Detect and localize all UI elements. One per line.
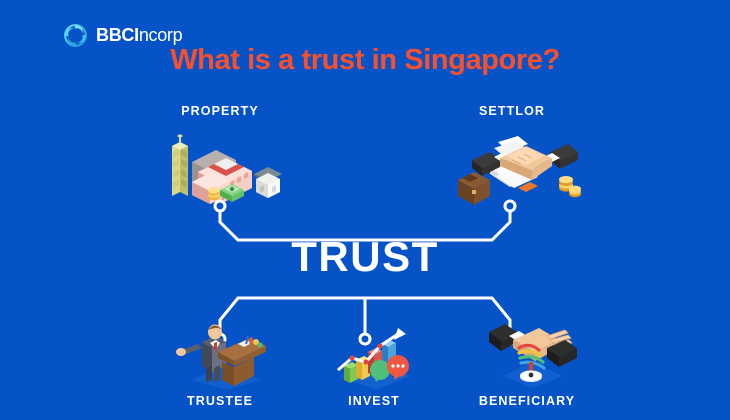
brand-name-bold: BBCI bbox=[96, 25, 139, 45]
handshake-briefcase-coins-icon bbox=[458, 136, 581, 205]
businessman-at-podium-icon bbox=[176, 324, 266, 390]
node-label-settlor: SETTLOR bbox=[478, 104, 546, 118]
growth-bar-chart-arrow-icon bbox=[337, 328, 410, 390]
node-beneficiary: BENEFICIARY bbox=[447, 318, 607, 408]
bbcincorp-swirl-logo-icon bbox=[64, 24, 87, 47]
node-invest: INVEST bbox=[294, 318, 454, 408]
node-label-property: PROPERTY bbox=[181, 104, 259, 118]
node-label-beneficiary: BENEFICIARY bbox=[478, 394, 576, 408]
brand-logo-text: BBCIncorp bbox=[96, 25, 183, 46]
node-property: PROPERTY bbox=[140, 104, 300, 210]
center-trust-label: TRUST bbox=[291, 233, 439, 280]
brand-name-regular: ncorp bbox=[138, 25, 183, 45]
node-trustee: TRUSTEE bbox=[140, 318, 300, 408]
node-label-invest: INVEST bbox=[348, 394, 400, 408]
page-title: What is a trust in Singapore? bbox=[170, 44, 560, 76]
hands-giving-receiving-icon bbox=[489, 324, 577, 388]
node-label-trustee: TRUSTEE bbox=[186, 394, 254, 408]
isometric-buildings-and-money-icon bbox=[172, 134, 282, 204]
brand-logo[interactable]: BBCIncorp bbox=[62, 22, 183, 49]
node-settlor: SETTLOR bbox=[432, 104, 592, 210]
